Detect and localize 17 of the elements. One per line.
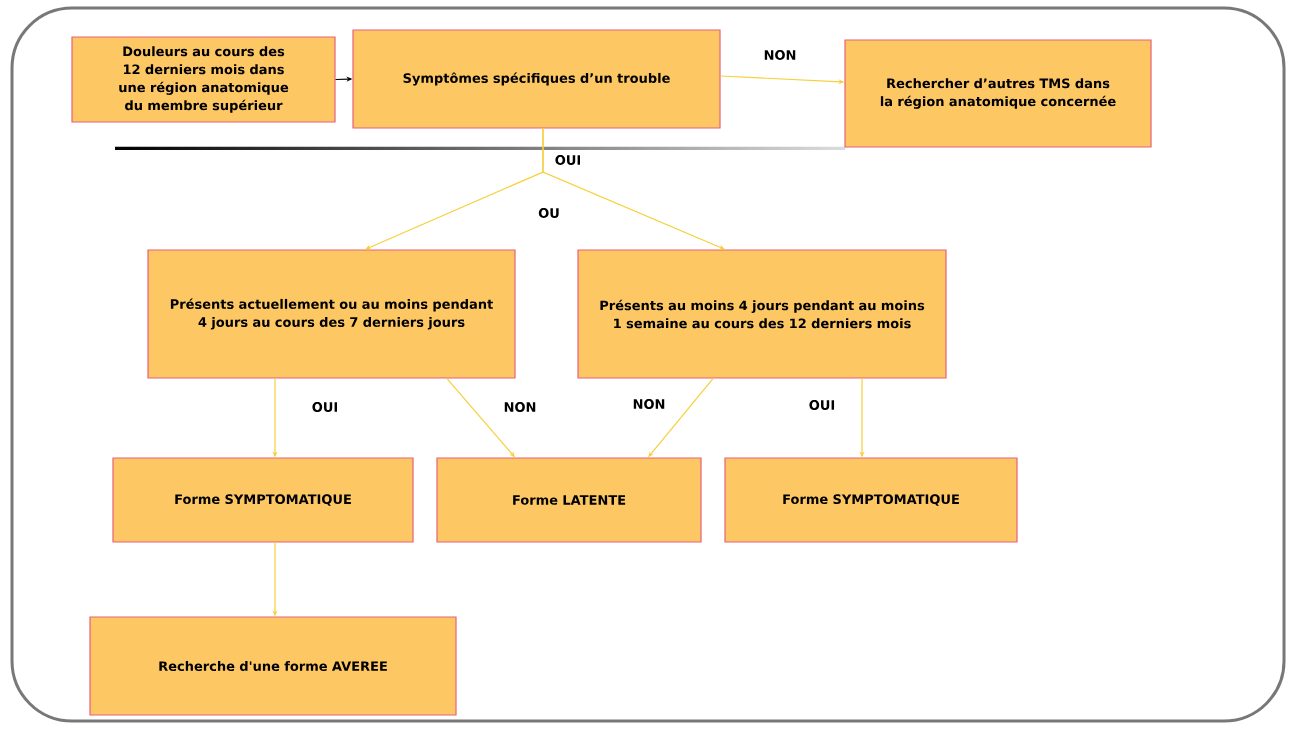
process-box: Forme SYMPTOMATIQUE — [724, 457, 1018, 543]
process-box: Rechercher d’autres TMS dans la région anatomique concernée — [844, 39, 1152, 148]
edge-label: NON — [502, 401, 538, 413]
process-box: Forme LATENTE — [436, 457, 702, 543]
arrow — [542, 128, 725, 250]
edge-label: NON — [762, 49, 798, 61]
process-box: Douleurs au cours des 12 derniers mois dans une région anatomique du membre supérieur — [71, 36, 336, 123]
process-box: Présents au moins 4 jours pendant au moins 1 semaine au cours des 12 derniers mois — [577, 249, 947, 379]
process-box: Présents actuellement ou au moins pendant 4 jours au cours des 7 derniers jours — [147, 249, 516, 379]
branch-label: OU — [537, 207, 561, 219]
edge-label: OUI — [807, 399, 837, 411]
edge-label: NON — [631, 398, 667, 410]
process-box: Recherche d'une forme AVEREE — [89, 616, 457, 716]
edge-label: OUI — [310, 401, 340, 413]
process-box: Forme SYMPTOMATIQUE — [112, 457, 414, 543]
process-box: Symptômes spécifiques d’un trouble — [352, 29, 721, 129]
edge-label: OUI — [553, 154, 583, 166]
